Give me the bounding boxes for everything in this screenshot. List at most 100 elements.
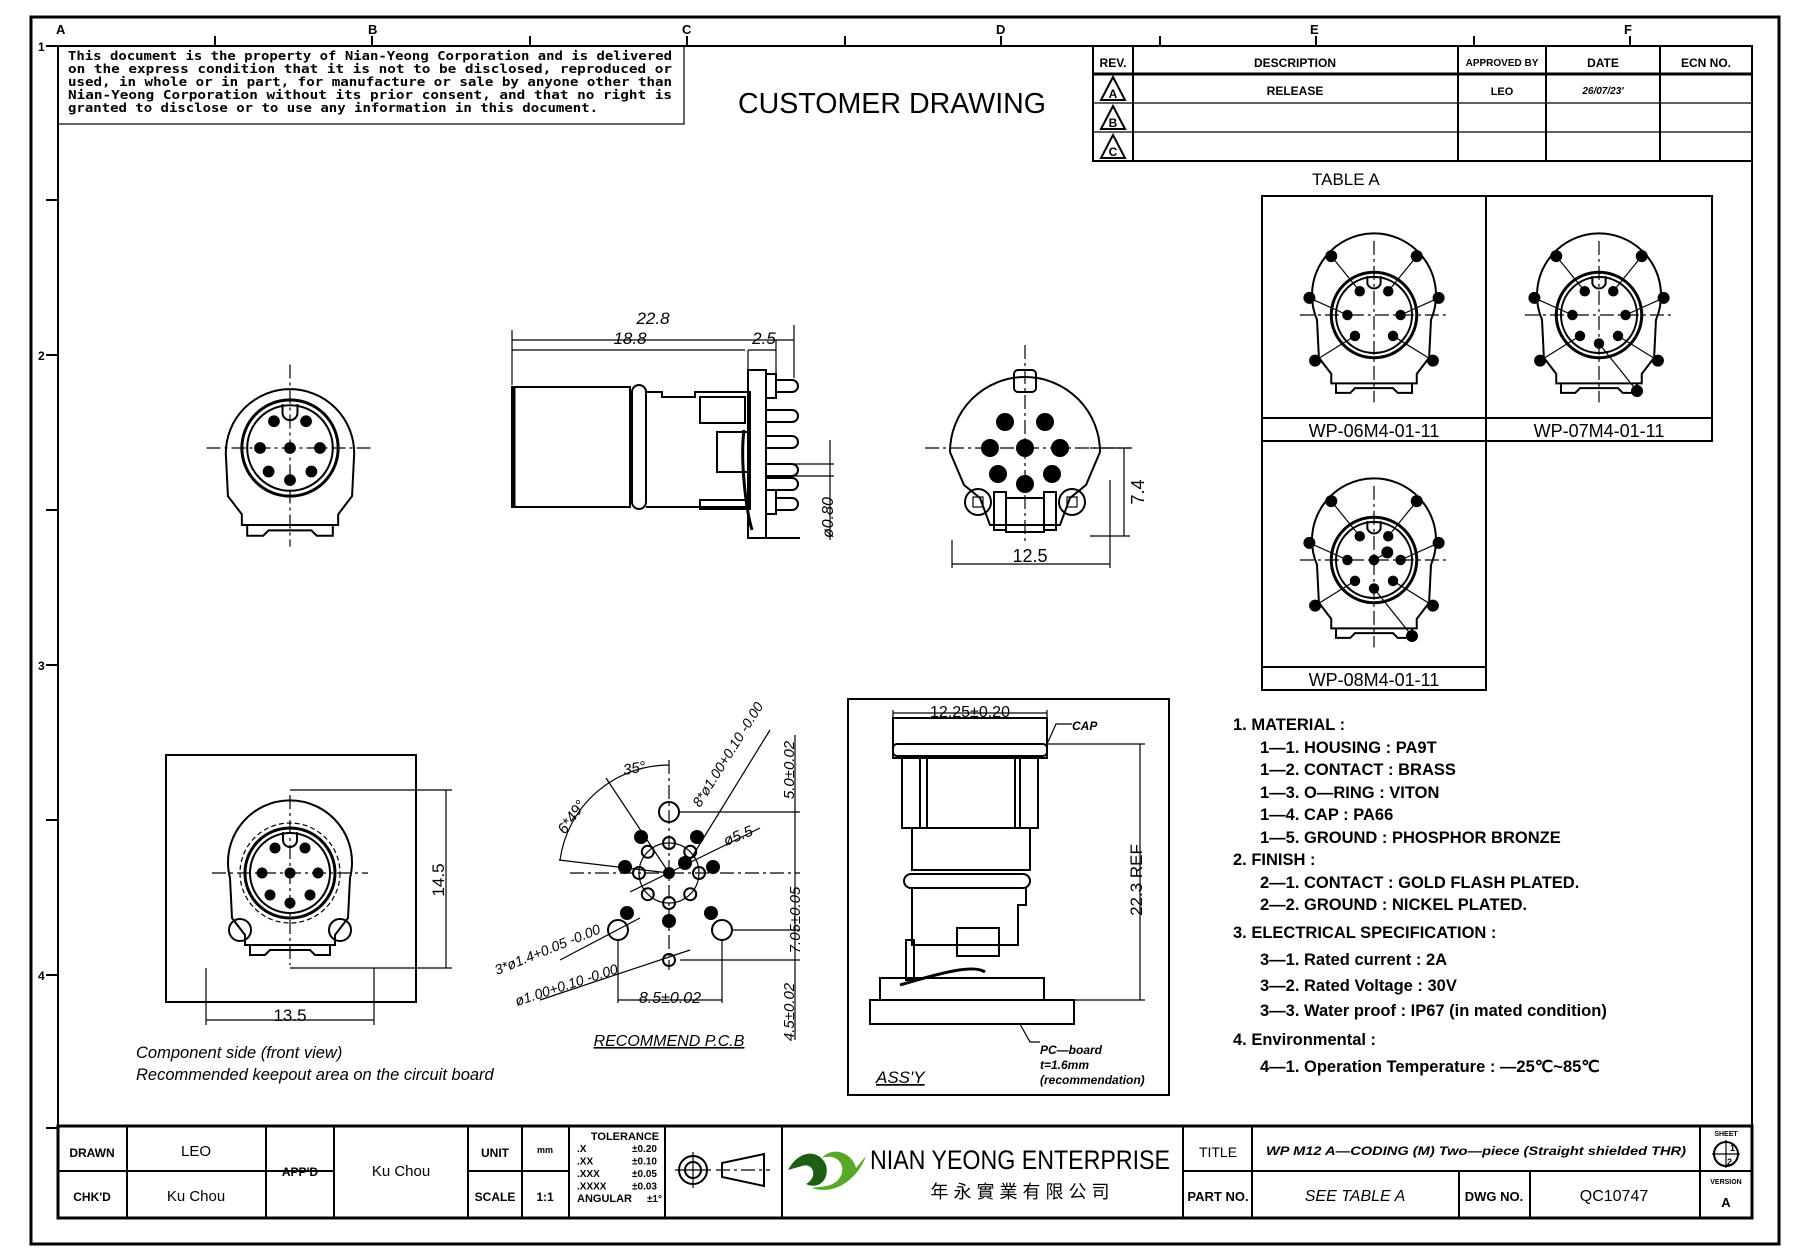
zone-col-c: C: [682, 22, 692, 37]
tolerance-key: .XXXX: [577, 1182, 607, 1193]
assy-caption: ASS'Y: [875, 1068, 926, 1087]
contact-pin: [268, 415, 280, 428]
pin-callout-badge: [1309, 599, 1322, 612]
pcb-hole: [640, 844, 655, 859]
tolerance-key: .XX: [577, 1157, 593, 1168]
unit-label: UNIT: [481, 1146, 510, 1160]
row-zone-labels: 1 2 3 4: [38, 40, 45, 983]
note-line: 3—1. Rated current : 2A: [1260, 951, 1447, 969]
note-line: 2. FINISH :: [1233, 851, 1316, 869]
dim-keepout-width: 13.5: [273, 1006, 306, 1025]
pin-callout-badge: [1426, 599, 1439, 612]
pin-callout-badge: [1432, 291, 1445, 304]
contact-pin: [1051, 439, 1069, 457]
contact-pin: [300, 415, 312, 428]
contact-pin: [314, 442, 326, 454]
contact-pin: [305, 465, 318, 478]
cap-label: CAP: [1072, 719, 1098, 733]
pin-callout-badge: [1550, 250, 1563, 263]
pin-callout-badge: [634, 830, 648, 844]
dim-body-length: 18.8: [613, 329, 647, 348]
approved-value: Ku Chou: [372, 1163, 430, 1180]
zone-col-b: B: [368, 22, 377, 37]
contact-pin: [284, 442, 296, 454]
dim-overall-length: 22.8: [635, 309, 670, 328]
disclaimer-line: Nian-Yeong Corporation without its prior…: [68, 87, 672, 102]
rev-triangle-icon: [1099, 132, 1127, 159]
dim-angle-35: 35°: [622, 758, 647, 779]
approved-label: APP'D: [282, 1165, 319, 1179]
pcb-hole: [662, 896, 676, 910]
contact-pin: [1016, 475, 1034, 493]
dim-flange: 2.5: [751, 329, 776, 348]
tolerance-key: ANGULAR: [577, 1193, 632, 1205]
contact-pin: [262, 465, 275, 478]
pcb-hole: [632, 866, 646, 880]
pcb-hole: [683, 844, 698, 859]
approved-by-header: APPROVED BY: [1466, 58, 1539, 69]
zone-ticks: [46, 36, 1631, 1129]
variant-part-no: WP-06M4-01-11: [1309, 421, 1440, 441]
scale-label: SCALE: [475, 1190, 516, 1204]
contact-pin: [284, 897, 296, 909]
pin-callout-badge: [1309, 354, 1322, 367]
date-header: DATE: [1587, 56, 1619, 70]
zone-row-1: 1: [38, 40, 45, 54]
contact-pin: [989, 465, 1007, 483]
zone-row-3: 3: [38, 659, 45, 673]
pcb-hole: [683, 887, 698, 902]
table-a-title: TABLE A: [1312, 170, 1380, 189]
pin-callout-badge: [1410, 250, 1423, 263]
rev-row: B: [1099, 103, 1127, 130]
keepout-view: 13.5 14.5 Component side (front view) Re…: [136, 754, 495, 1084]
dim-cap-width: 12.25±0.20: [930, 704, 1010, 721]
pin-callout-badge: [1657, 291, 1670, 304]
pin-callout-badge: [704, 906, 718, 920]
note-line: 3—3. Water proof : IP67 (in mated condit…: [1260, 1002, 1607, 1020]
scale-value: 1:1: [536, 1190, 554, 1204]
company-logo-icon: [788, 1151, 866, 1190]
rev-row: A RELEASE LEO 26/07/23': [1099, 74, 1624, 101]
contact-pin: [264, 889, 276, 901]
dim-pcd: ø5.5: [721, 822, 756, 849]
outer-border: [29, 15, 1781, 1246]
connector-front-view: [206, 364, 374, 547]
pin-callout-badge: [618, 860, 632, 874]
drawing-title: CUSTOMER DRAWING: [738, 88, 1046, 120]
rev-letter: B: [1109, 116, 1118, 130]
contact-pin: [1036, 413, 1054, 431]
keepout-caption-line1: Component side (front view): [136, 1044, 342, 1062]
contact-pin: [996, 413, 1014, 431]
rev-date: 26/07/23': [1581, 86, 1624, 97]
contact-pin: [256, 867, 268, 879]
dim-top-offset: 5.0±0.02: [781, 740, 798, 799]
pin-callout-badge: [1432, 536, 1445, 549]
dwg-no-value: QC10747: [1580, 1188, 1649, 1205]
dim-keepout-height: 14.5: [429, 863, 448, 896]
note-line: 1—4. CAP : PA66: [1260, 806, 1393, 824]
connector-side-view: 22.8 18.8 2.5 ø0.80: [511, 309, 837, 540]
revision-table: REV. DESCRIPTION APPROVED BY DATE ECN NO…: [1092, 45, 1753, 162]
note-line: 2—1. CONTACT : GOLD FLASH PLATED.: [1260, 874, 1579, 892]
contact-pin: [269, 842, 281, 854]
note-line: 1—5. GROUND : PHOSPHOR BRONZE: [1260, 829, 1561, 847]
pin-callout-badge: [1325, 250, 1338, 263]
pcb-thickness-label: t=1.6mm: [1040, 1058, 1089, 1072]
pcb-recommendation-label: (recommendation): [1040, 1073, 1145, 1087]
note-line: 2—2. GROUND : NICKEL PLATED.: [1260, 896, 1527, 914]
tolerance-value: ±0.10: [632, 1157, 657, 1168]
connector-rear-view: 12.5 7.4: [925, 345, 1148, 568]
contact-pin: [284, 867, 296, 879]
pcb-board-label: PC—board: [1040, 1043, 1103, 1057]
pcb-hole: [640, 887, 655, 902]
version-value: A: [1721, 1195, 1731, 1210]
note-line: 1—2. CONTACT : BRASS: [1260, 761, 1456, 779]
pin-callout-badge: [706, 860, 720, 874]
dim-hole-1x: ø1.00+0.10 -0.00: [513, 960, 620, 1008]
tolerance-key: .XXX: [577, 1169, 600, 1180]
contact-pin: [1016, 439, 1034, 457]
pcb-hole: [692, 866, 706, 880]
dim-angle-6x49: 6*49°: [554, 797, 589, 837]
note-line: 4. Environmental :: [1233, 1031, 1376, 1049]
